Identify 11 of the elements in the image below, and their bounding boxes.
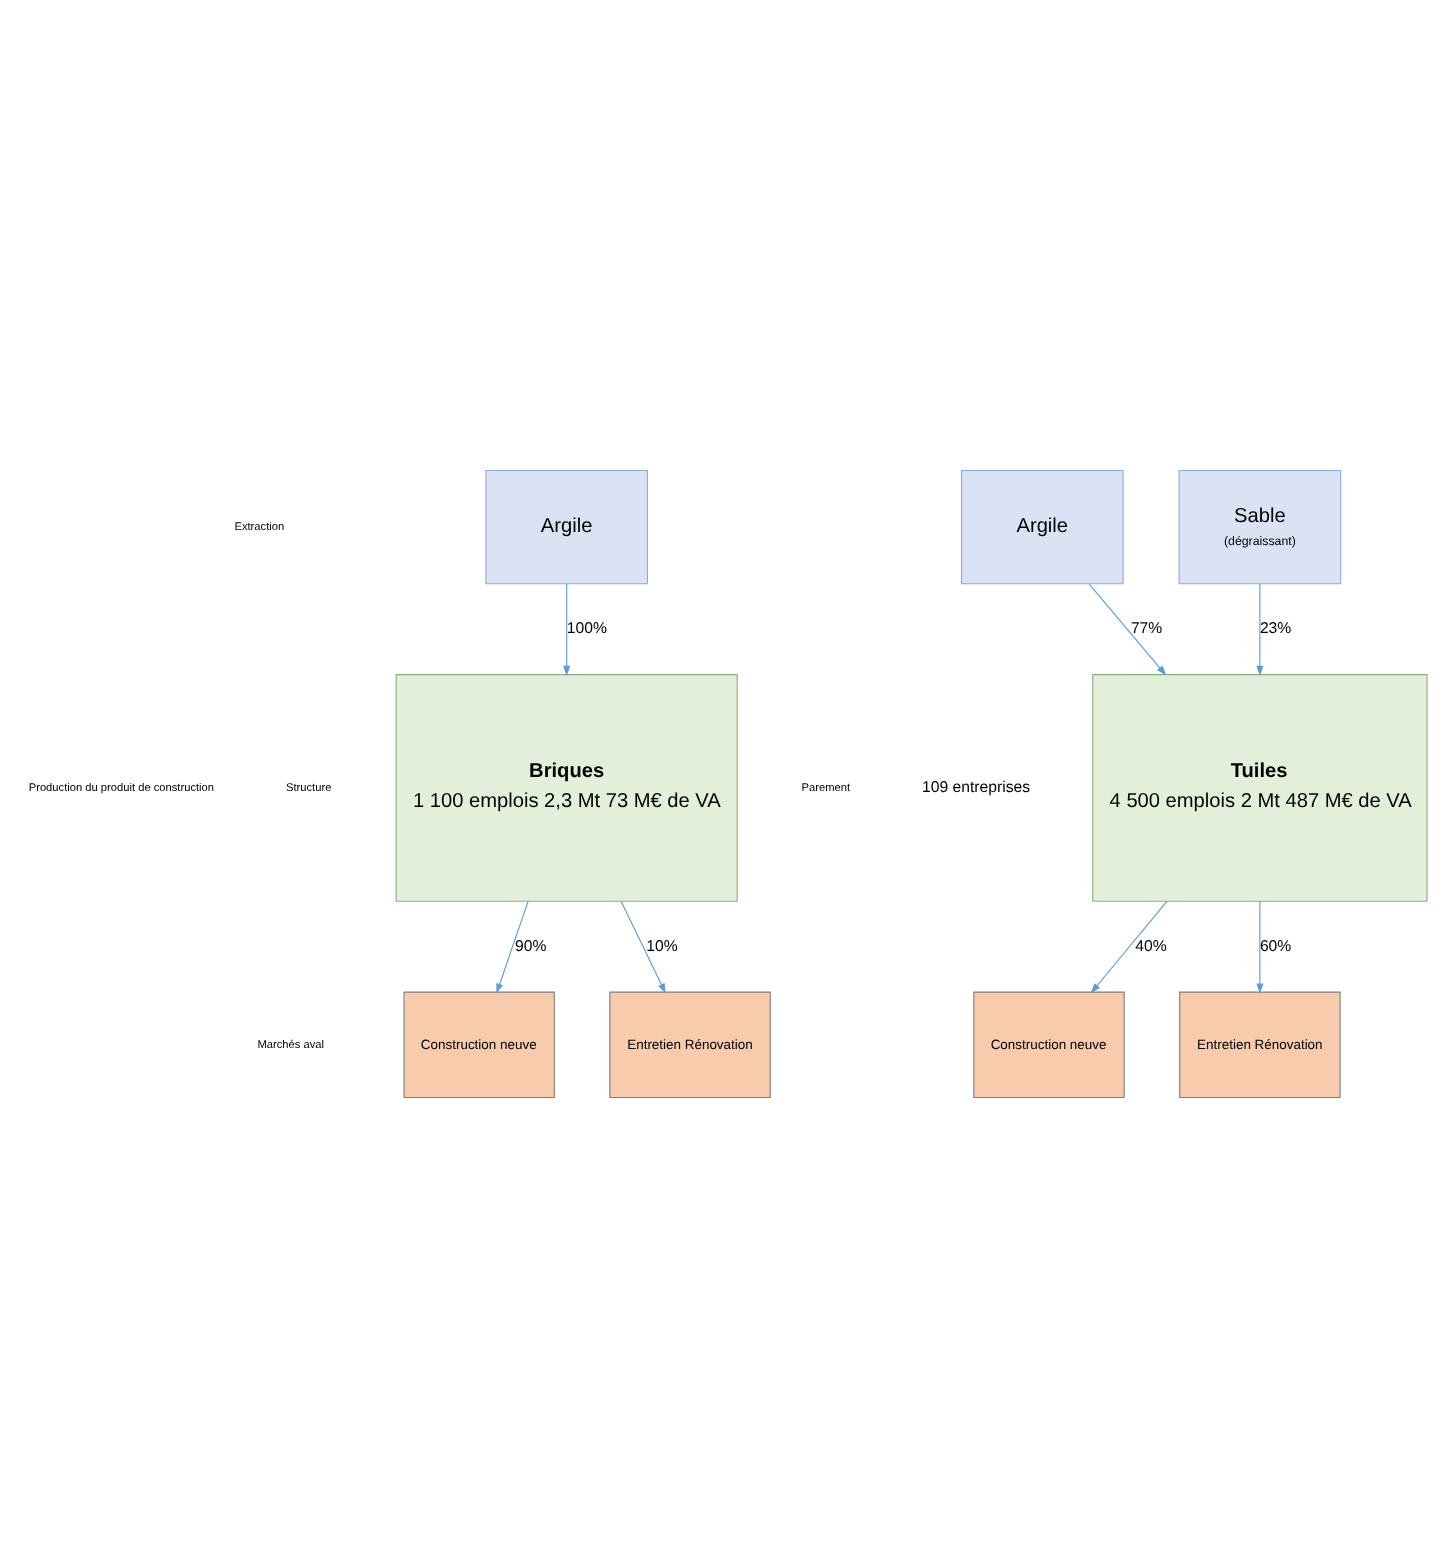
arrow [563,582,571,675]
node-box: Briques 1 100 emplois 2,3 Mt 73 M€ de VA [395,673,738,901]
arrow [1088,582,1167,675]
node-box: Argile [960,468,1124,584]
node-box: Tuiles 4 500 emplois 2 Mt 487 M€ de VA [1092,673,1428,901]
arrow [1090,899,1168,993]
arrow [1256,582,1264,675]
arrow [1256,899,1264,993]
arrow [620,899,666,993]
arrow [496,899,529,993]
node-box: Argile [485,468,648,584]
